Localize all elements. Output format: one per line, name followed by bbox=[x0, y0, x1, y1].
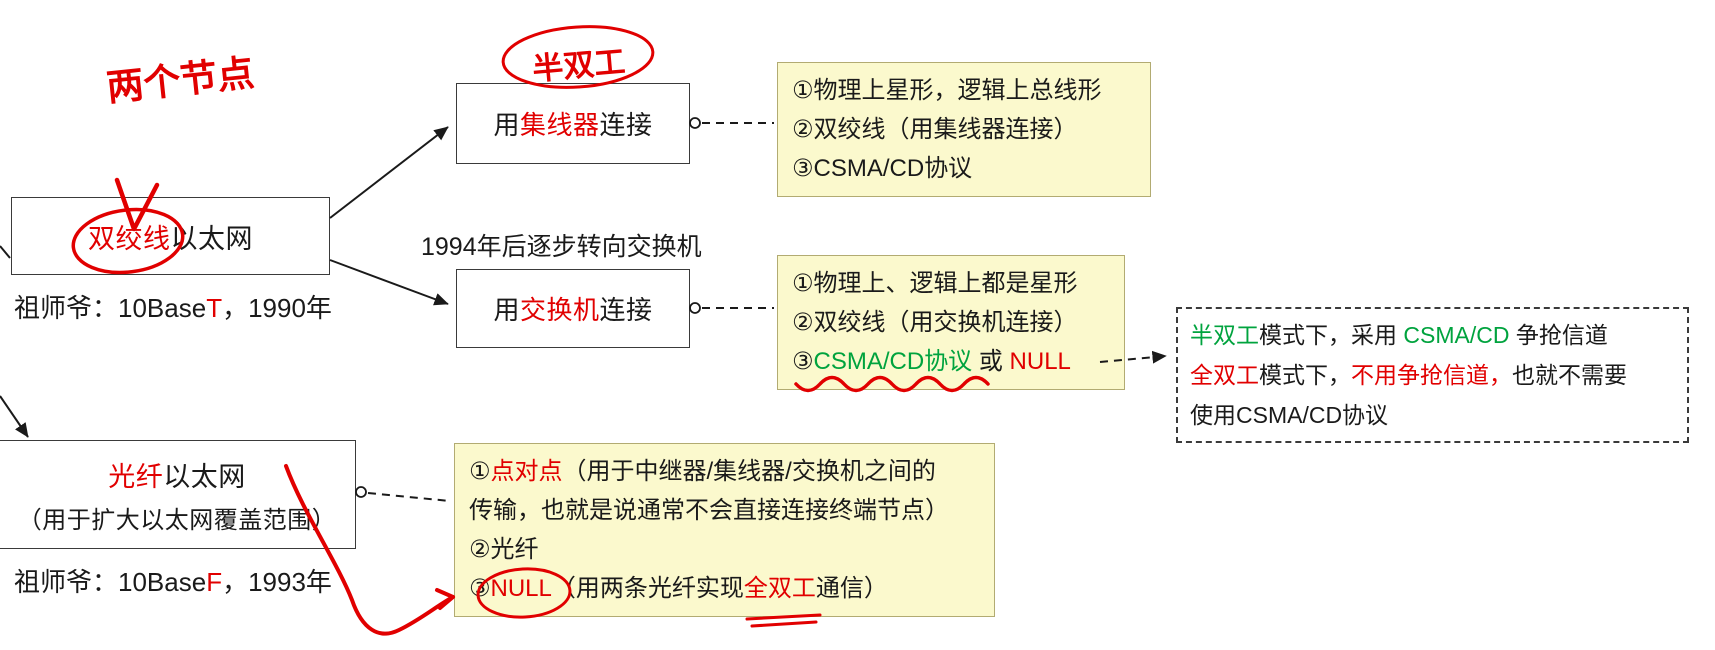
caption-10baset: 祖师爷：10BaseT，1990年 bbox=[14, 293, 332, 323]
note-switch-details: ①物理上、逻辑上都是星形 ②双绞线（用交换机连接） ③CSMA/CD协议 或 N… bbox=[777, 255, 1125, 390]
node-fiber-subtitle: （用于扩大以太网覆盖范围） bbox=[17, 506, 337, 534]
note-line: ①点对点（用于中继器/集线器/交换机之间的 bbox=[469, 458, 936, 485]
arrow-twisted-to-switch bbox=[329, 259, 449, 306]
note-line: ①物理上、逻辑上都是星形 bbox=[792, 270, 1078, 297]
node-fiber-title: 光纤以太网 bbox=[108, 461, 246, 492]
handwritten-two-nodes: 两个节点 bbox=[104, 52, 257, 109]
note-line: 半双工模式下，采用 CSMA/CD 争抢信道 bbox=[1190, 322, 1608, 348]
dashed-fiber-to-note bbox=[367, 492, 451, 502]
node-hub-label: 用集线器连接 bbox=[493, 110, 653, 140]
node-fiber-ethernet: 光纤以太网 （用于扩大以太网覆盖范围） bbox=[0, 440, 356, 549]
handwritten-half-duplex: 半双工 bbox=[530, 44, 627, 87]
note-line: 传输，也就是说通常不会直接连接终端节点） bbox=[469, 497, 949, 524]
note-line: 使用CSMA/CD协议 bbox=[1190, 402, 1389, 428]
arrow-twisted-to-hub bbox=[329, 126, 449, 219]
connector-dot-fiber bbox=[355, 486, 367, 498]
note-line: ③CSMA/CD协议 bbox=[792, 155, 973, 182]
connector-dot-switch bbox=[689, 302, 701, 314]
transition-note-1994: 1994年后逐步转向交换机 bbox=[421, 233, 702, 261]
note-line: ③NULL（用两条光纤实现全双工通信） bbox=[469, 575, 888, 602]
note-line: ②光纤 bbox=[469, 536, 539, 563]
node-twisted-pair-title: 双绞线以太网 bbox=[88, 223, 253, 254]
hand-curved-arrowhead bbox=[435, 588, 455, 610]
edge-incoming-fiber bbox=[0, 395, 29, 438]
node-switch-connection: 用交换机连接 bbox=[456, 269, 690, 348]
note-fiber-details: ①点对点（用于中继器/集线器/交换机之间的 传输，也就是说通常不会直接连接终端节… bbox=[454, 443, 995, 617]
note-line: ②双绞线（用集线器连接） bbox=[792, 116, 1078, 143]
caption-10basef: 祖师爷：10BaseF，1993年 bbox=[14, 567, 332, 597]
note-line: ①物理上星形，逻辑上总线形 bbox=[792, 77, 1102, 104]
note-hub-details: ①物理上星形，逻辑上总线形 ②双绞线（用集线器连接） ③CSMA/CD协议 bbox=[777, 62, 1151, 197]
note-duplex-explanation: 半双工模式下，采用 CSMA/CD 争抢信道 全双工模式下，不用争抢信道，也就不… bbox=[1176, 307, 1689, 443]
connector-dot-hub bbox=[689, 117, 701, 129]
note-line: 全双工模式下，不用争抢信道，也就不需要 bbox=[1190, 362, 1627, 388]
note-line: ②双绞线（用交换机连接） bbox=[792, 309, 1078, 336]
note-line: ③CSMA/CD协议 或 NULL bbox=[792, 348, 1071, 375]
edge-incoming-twisted bbox=[0, 245, 11, 259]
node-hub-connection: 用集线器连接 bbox=[456, 83, 690, 164]
node-switch-label: 用交换机连接 bbox=[493, 295, 653, 325]
node-twisted-pair-ethernet: 双绞线以太网 bbox=[11, 197, 330, 275]
